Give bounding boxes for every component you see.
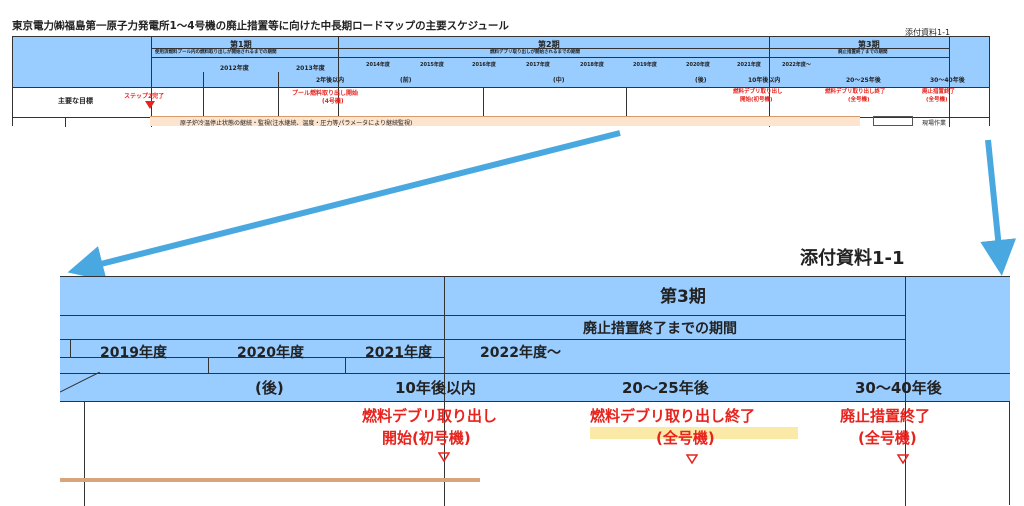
span-label: (前) <box>400 77 412 84</box>
milestone-marker-icon <box>897 454 909 464</box>
span-label: 2年後以内 <box>316 77 345 84</box>
year-label: 2019年度 <box>633 62 657 68</box>
milestone-label: 燃料デブリ取り出し <box>733 89 783 95</box>
milestone-label: (全号機) <box>656 429 715 447</box>
span-label: (中) <box>553 77 565 84</box>
milestone-marker-icon <box>145 101 155 109</box>
phase3-sub-zoomed: 廃止措置終了までの期間 <box>583 321 737 337</box>
year-label: 2015年度 <box>420 62 444 68</box>
arrow-down-icon <box>980 139 1017 276</box>
zoomed-bar <box>60 478 480 482</box>
milestone-label: プール燃料取り出し開始 <box>292 90 359 97</box>
phase3-sub: 廃止措置終了までの期間 <box>838 50 888 55</box>
year-label: 2020年度 <box>237 345 304 361</box>
milestone-label: 燃料デブリ取り出し終了 <box>590 407 756 425</box>
year-label: 2012年度 <box>220 65 249 72</box>
span-label: 20～25年後 <box>622 379 709 397</box>
span-label: 10年後以内 <box>748 77 781 84</box>
milestone-label: 廃止措置終了 <box>840 407 931 425</box>
highlight <box>590 427 798 439</box>
span-label: 20～25年後 <box>846 77 881 84</box>
phase3-label: 第3期 <box>858 40 880 49</box>
milestone-label: 開始(初号機) <box>740 97 773 103</box>
year-label: 2016年度 <box>472 62 496 68</box>
milestone-label: (4号機) <box>322 98 344 105</box>
arrow-left-icon <box>67 130 621 282</box>
year-label: 2019年度 <box>100 345 167 361</box>
year-label: 2021年度 <box>365 345 432 361</box>
milestone-marker-icon <box>438 452 450 462</box>
phase2-label: 第2期 <box>538 40 560 49</box>
span-label: 30～40年後 <box>855 379 942 397</box>
phase3-label-zoomed: 第3期 <box>660 287 706 307</box>
milestone-label: 燃料デブリ取り出し <box>362 407 498 425</box>
attachment-label: 添付資料1-1 <box>905 28 951 37</box>
zoomed-table <box>60 276 1010 506</box>
phase2-sub: 燃料デブリ取り出しが開始されるまでの期間 <box>490 50 580 55</box>
milestone-label: (全号機) <box>858 429 917 447</box>
year-label: 2014年度 <box>366 62 390 68</box>
year-label: 2013年度 <box>296 65 325 72</box>
span-label: (後) <box>255 379 284 397</box>
milestone-marker-icon <box>686 454 698 464</box>
legend-label: 現場作業 <box>922 120 947 127</box>
phase1-label: 第1期 <box>230 40 252 49</box>
year-label: 2020年度 <box>686 62 710 68</box>
cold-shutdown-bar <box>150 116 860 126</box>
year-label: 2018年度 <box>580 62 604 68</box>
milestone-label: (全号機) <box>848 97 870 103</box>
year-label: 2022年度～ <box>782 62 811 68</box>
year-label: 2021年度 <box>737 62 761 68</box>
schedule-table <box>12 36 990 127</box>
milestone-label: 開始(初号機) <box>382 429 471 447</box>
attachment-label-zoomed: 添付資料1-1 <box>800 248 905 269</box>
span-label: 10年後以内 <box>395 379 476 397</box>
bar-text: 原子炉冷温停止状態の継続・監視(注水継続、温度・圧力等パラメータにより継続監視) <box>180 120 413 127</box>
milestone-label: ステップ2完了 <box>124 93 165 100</box>
span-label: (後) <box>695 77 707 84</box>
year-label: 2022年度～ <box>480 345 561 361</box>
year-label: 2017年度 <box>526 62 550 68</box>
milestone-label: 廃止措置終了 <box>922 89 956 95</box>
legend-box <box>873 116 913 126</box>
row-label-goals: 主要な目標 <box>58 97 93 105</box>
phase1-sub: 使用済燃料プール内の燃料取り出しが開始されるまでの期間 <box>155 50 277 55</box>
milestone-label: (全号機) <box>926 97 948 103</box>
document-title: 東京電力㈱福島第一原子力発電所1～4号機の廃止措置等に向けた中長期ロードマップの… <box>12 20 509 32</box>
table-header <box>13 37 989 87</box>
span-label: 30～40年後 <box>930 77 965 84</box>
milestone-label: 燃料デブリ取り出し終了 <box>825 89 886 95</box>
